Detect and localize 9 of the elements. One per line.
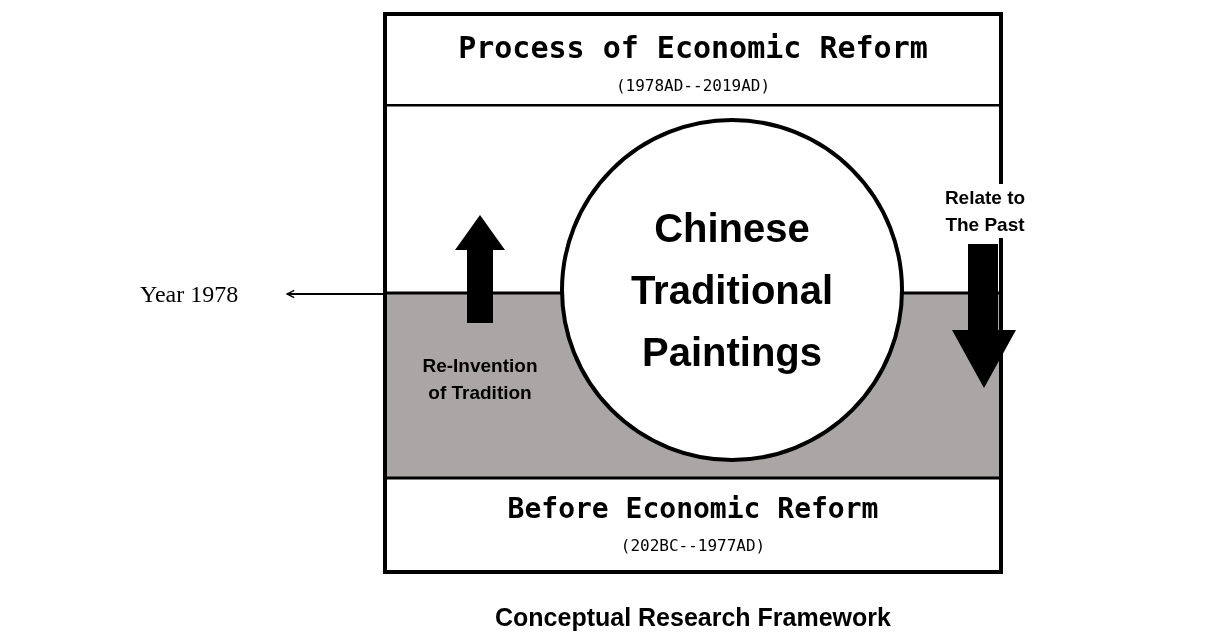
arrow <box>286 289 385 299</box>
node-title: Chinese Traditional Paintings <box>629 205 835 376</box>
band-title: Before Economic Reform <box>506 492 880 525</box>
date-range: (1978AD--2019AD) <box>614 76 772 95</box>
band-title: Process of Economic Reform <box>457 30 929 65</box>
year-label: Year 1978 <box>140 279 285 309</box>
arrow-caption: Re-Invention of Tradition <box>421 354 539 405</box>
caption: Conceptual Research Framework <box>494 603 892 632</box>
date-range: (202BC--1977AD) <box>619 536 767 555</box>
